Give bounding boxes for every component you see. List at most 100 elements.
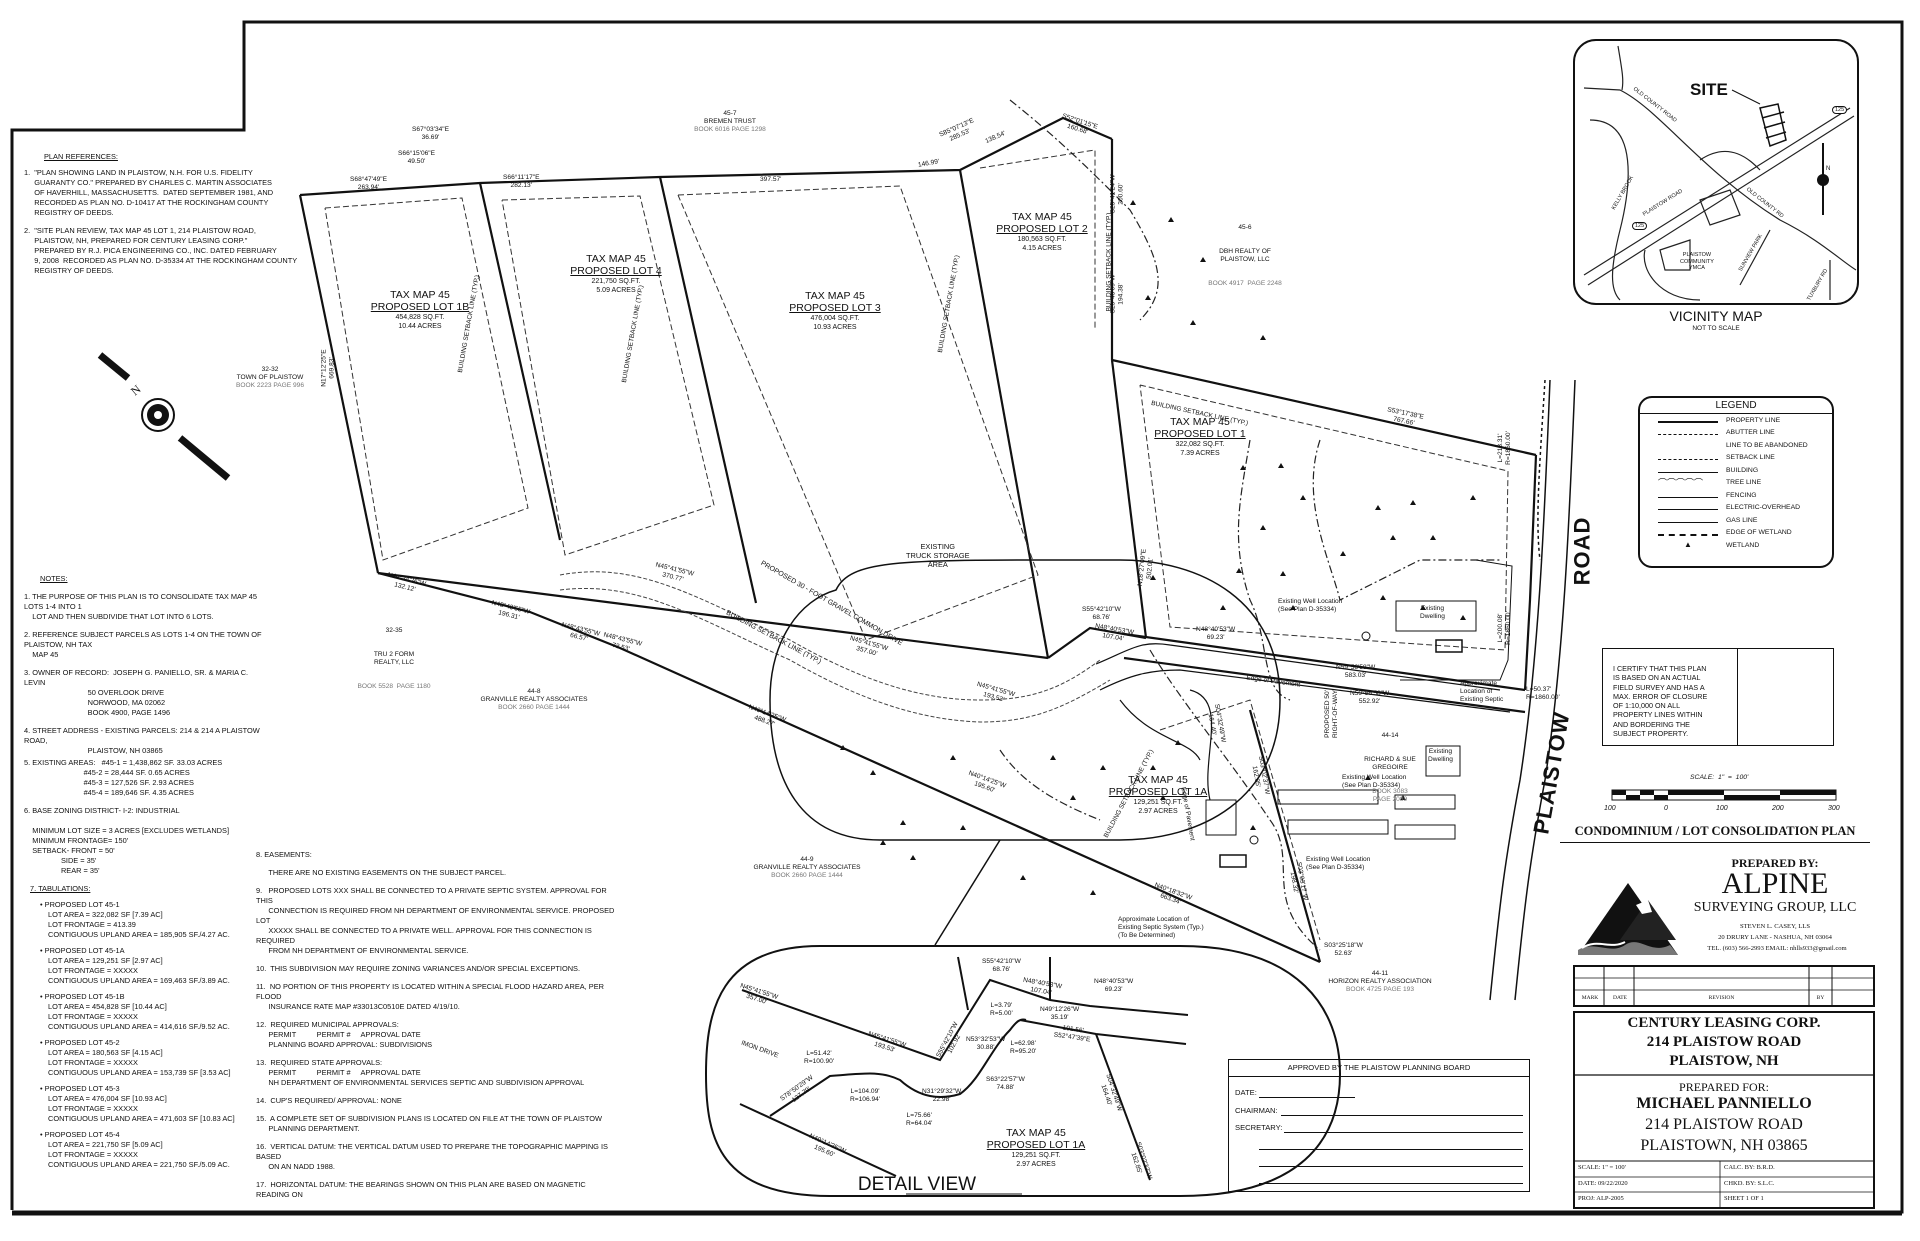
approval-signature-line[interactable]: [1259, 1183, 1523, 1184]
bearing-label: S25°41'24"W 200.60': [1109, 174, 1125, 214]
bearing-label: S67°03'34"E 36.69': [412, 126, 450, 141]
bearing-label: S68°47'49"E 263.94': [350, 176, 388, 191]
lot-label-1: TAX MAP 45 PROPOSED LOT 1 322,082 SQ.FT.…: [1154, 416, 1246, 457]
detail-bearing-label: N48°40'53"W 69.23': [1094, 978, 1134, 993]
legend-item: BUILDING: [1640, 464, 1832, 477]
scale-tick: 100: [1716, 805, 1728, 812]
date-field: DATE: 09/22/2020: [1578, 1180, 1628, 1187]
svg-text:N: N: [128, 382, 144, 399]
legend-item: ▲WETLAND: [1640, 539, 1832, 552]
plan-references-heading: PLAN REFERENCES:: [44, 152, 118, 161]
truck-storage-label: EXISTING TRUCK STORAGE AREA: [906, 542, 970, 569]
calc-by-field: CALC. BY: B.R.D.: [1724, 1164, 1775, 1171]
route-125-badge: 125: [1632, 222, 1648, 230]
scale-tick: 300: [1828, 805, 1840, 812]
note-item: 5. EXISTING AREAS: #45-1 = 1,438,862 SF.…: [24, 758, 223, 797]
note-item: 8. EASEMENTS:: [256, 850, 312, 859]
legend-item: LINE TO BE ABANDONED: [1726, 441, 1808, 449]
legend-item: FENCING: [1640, 489, 1832, 502]
detail-bearing-label: L=3.79' R=5.00': [990, 1002, 1013, 1017]
note-item: 13. REQUIRED STATE APPROVALS: PERMIT PER…: [256, 1058, 585, 1087]
surveyor-name: STEVEN L. CASEY, LLS: [1739, 923, 1811, 930]
vicinity-site-label: SITE: [1690, 80, 1728, 99]
plan-reference-item: 2. "SITE PLAN REVIEW, TAX MAP 45 LOT 1, …: [24, 226, 298, 275]
bearing-label: S03°25'18"W 52.63': [1324, 942, 1363, 957]
legend-title: LEGEND: [1640, 398, 1832, 414]
alpine-logo-icon: [1578, 883, 1678, 955]
wetland-icon: ▲: [1684, 540, 1692, 550]
dwelling-label: Existing Dwelling: [1420, 605, 1445, 620]
bearing-label: 397.57': [760, 176, 782, 183]
approval-signature-line[interactable]: [1259, 1166, 1523, 1167]
note-item: 2. REFERENCE SUBJECT PARCELS AS LOTS 1-4…: [24, 630, 262, 659]
note-item: 4. STREET ADDRESS - EXISTING PARCELS: 21…: [24, 726, 260, 755]
vicinity-north-arrow-icon: [1817, 143, 1829, 215]
tabulations-block: 7. TABULATIONS: • PROPOSED LOT 45-1 LOT …: [30, 884, 270, 1170]
revision-header-mark: MARK: [1581, 995, 1599, 1001]
tabulation-lot: • PROPOSED LOT 45-3 LOT AREA = 476,004 S…: [40, 1084, 235, 1123]
bearing-label: N59°56'58"W 552.92': [1350, 690, 1390, 705]
bearing-label: S55°42'10"W 68.76': [1082, 606, 1121, 621]
bearing-label: L=50.37' R=1860.00': [1526, 686, 1560, 701]
scale-tick: 100: [1604, 805, 1616, 812]
scale-label: SCALE: 1" = 100': [1690, 774, 1749, 781]
approval-date-field[interactable]: [1259, 1097, 1355, 1098]
company-name: ALPINE: [1721, 867, 1829, 900]
detail-bearing-label: N53°32'53"W 30.88': [966, 1036, 1006, 1051]
lot-label-4: TAX MAP 45 PROPOSED LOT 4 221,750 SQ.FT.…: [570, 253, 662, 294]
abutter-44-11: 44-11 HORIZON REALTY ASSOCIATION BOOK 47…: [1328, 970, 1432, 993]
approval-secretary-field[interactable]: [1284, 1132, 1523, 1133]
legend-item: GAS LINE: [1640, 514, 1832, 527]
note-item: 12. REQUIRED MUNICIPAL APPROVALS: PERMIT…: [256, 1020, 433, 1049]
note-item: 17. HORIZONTAL DATUM: THE BEARINGS SHOWN…: [256, 1180, 588, 1199]
detail-bearing-label: N49°12'26"W 35.19': [1040, 1006, 1080, 1021]
revision-header-date: DATE: [1612, 995, 1628, 1001]
legend: LEGEND PROPERTY LINE ABUTTER LINE LINE T…: [1638, 396, 1834, 568]
tabulations-heading: 7. TABULATIONS:: [30, 884, 91, 893]
project-field: PROJ: ALP-2005: [1578, 1195, 1624, 1202]
legend-item: ABUTTER LINE: [1640, 427, 1832, 440]
road-label-road: ROAD: [1569, 516, 1595, 586]
tabulation-lot: • PROPOSED LOT 45-2 LOT AREA = 180,563 S…: [40, 1038, 231, 1077]
approval-chairman-label: CHAIRMAN:: [1235, 1106, 1278, 1115]
abutter-44-14: 44-14 RICHARD & SUE GREGOIRE BOOK 3083 P…: [1364, 732, 1416, 803]
legend-item: EDGE OF WETLAND: [1640, 527, 1832, 540]
note-item: 11. NO PORTION OF THIS PROPERTY IS LOCAT…: [256, 982, 604, 1011]
scale-tick: 200: [1772, 805, 1784, 812]
abutter-32-32: 32-32 TOWN OF PLAISTOW BOOK 2223 PAGE 99…: [235, 366, 305, 389]
approval-secretary-label: SECRETARY:: [1235, 1123, 1283, 1132]
detail-view-title: DETAIL VIEW: [858, 1174, 976, 1195]
curve-label: L=213.31' R=1860.00': [1496, 431, 1512, 465]
abutter-32-35: 32-35 TRU 2 FORM REALTY, LLC BOOK 5528 P…: [357, 627, 431, 690]
vicinity-map-title: VICINITY MAP: [1669, 308, 1763, 324]
bearing-label: N17°12'25"E 669.83': [320, 349, 336, 387]
abutter-45-6: 45-6 DBH REALTY OF PLAISTOW, LLC BOOK 49…: [1208, 224, 1282, 287]
company-name-line2: SURVEYING GROUP, LLC: [1693, 900, 1857, 915]
legend-item: PROPERTY LINE: [1640, 414, 1832, 427]
detail-bearing-label: S55°42'10"W 68.76': [982, 958, 1021, 973]
legend-item: ELECTRIC-OVERHEAD: [1640, 502, 1832, 515]
scale-tick: 0: [1664, 805, 1668, 812]
detail-bearing-label: N31°29'32"W 22.98': [922, 1088, 962, 1103]
well-location-label: Existing Well Location (See Plan D-35334…: [1306, 856, 1371, 871]
abutter-44-9: 44-9 GRANVILLE REALTY ASSOCIATES BOOK 26…: [753, 856, 861, 879]
approval-chairman-field[interactable]: [1281, 1115, 1523, 1116]
note-item: THERE ARE NO EXISTING EASEMENTS ON THE S…: [256, 868, 507, 877]
note-item: 1. THE PURPOSE OF THIS PLAN IS TO CONSOL…: [24, 592, 258, 621]
route-125-badge: 125: [1832, 106, 1848, 114]
abutter-44-8: 44-8 GRANVILLE REALTY ASSOCIATES BOOK 26…: [480, 688, 588, 711]
lot-label-3: TAX MAP 45 PROPOSED LOT 3 476,004 SQ.FT.…: [789, 290, 881, 331]
prepared-for-block: PREPARED FOR: MICHAEL PANNIELLO 214 PLAI…: [1636, 1080, 1812, 1154]
company-address: 20 DRURY LANE - NASHUA, NH 03064: [1718, 934, 1832, 941]
vicinity-ymca-label: PLAISTOW COMMUNITY YMCA: [1680, 252, 1714, 271]
septic-label: Approximate Location of Existing Septic …: [1118, 916, 1204, 939]
scale-field: SCALE: 1" = 100': [1578, 1164, 1626, 1171]
note-item: 10. THIS SUBDIVISION MAY REQUIRE ZONING …: [256, 964, 581, 973]
tabulation-lot: • PROPOSED LOT 45-1B LOT AREA = 454,828 …: [40, 992, 230, 1031]
bearing-label: S66°15'06"E 49.50': [398, 150, 436, 165]
dwelling-label: Existing Dwelling: [1428, 748, 1453, 763]
planning-board-approval-box: APPROVED BY THE PLAISTOW PLANNING BOARD …: [1228, 1059, 1530, 1192]
approval-signature-line[interactable]: [1259, 1149, 1523, 1150]
notes-block: NOTES: 1. THE PURPOSE OF THIS PLAN IS TO…: [24, 574, 264, 884]
lot-label-2: TAX MAP 45 PROPOSED LOT 2 180,563 SQ.FT.…: [996, 211, 1088, 252]
